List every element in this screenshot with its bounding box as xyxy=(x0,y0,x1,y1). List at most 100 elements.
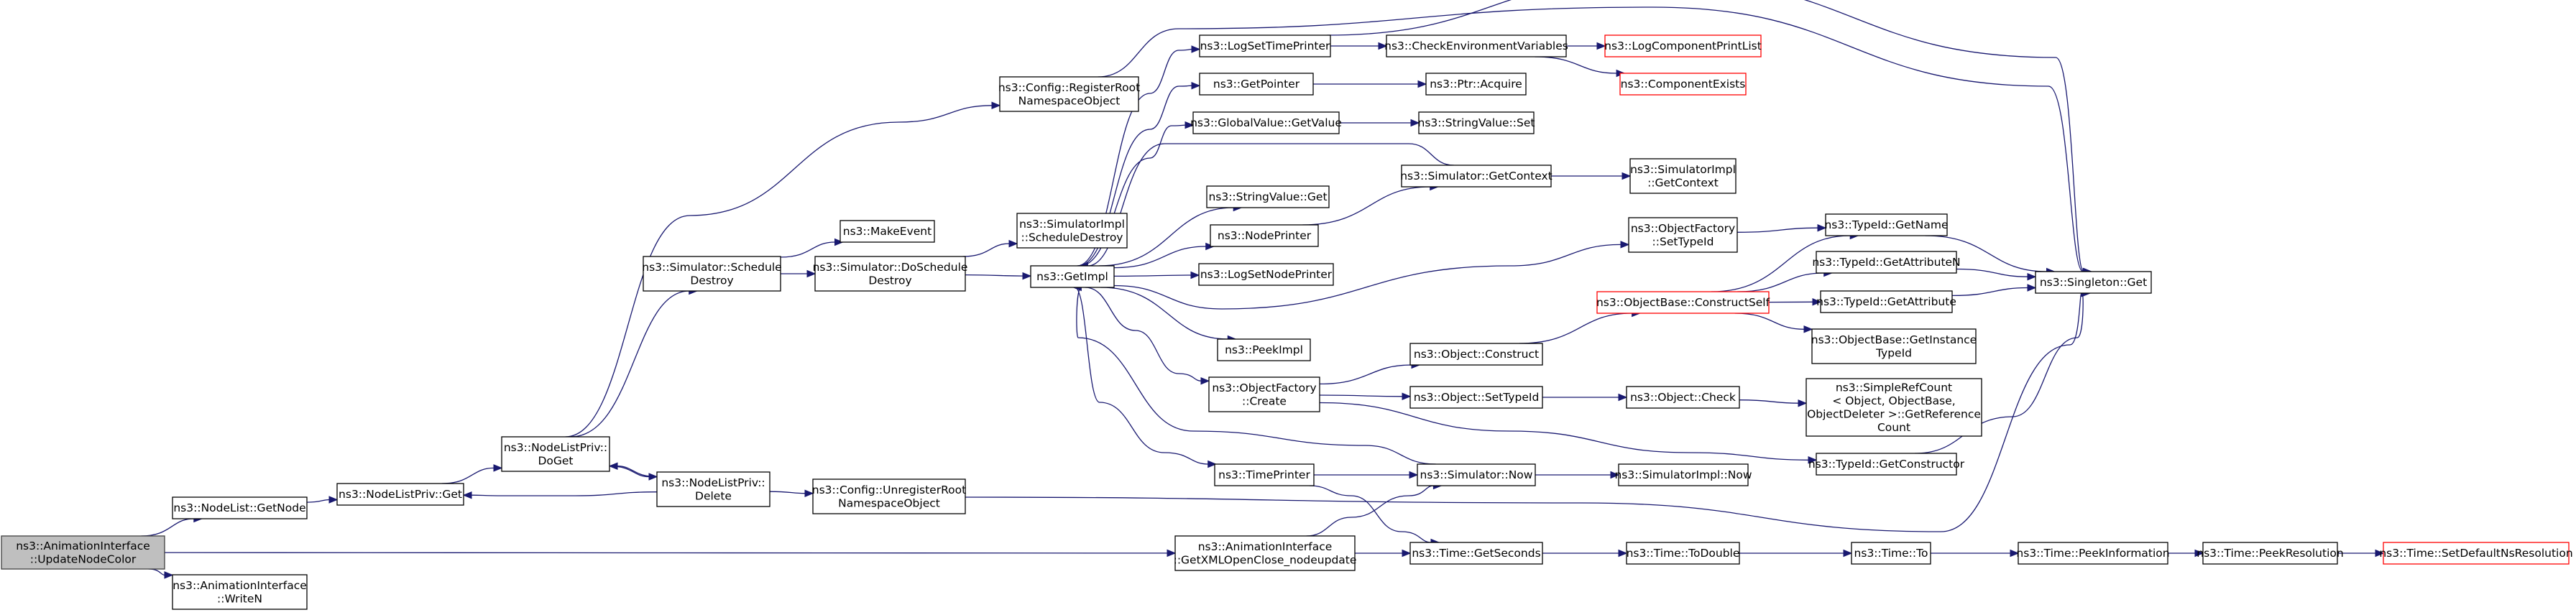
node-logsetnode[interactable]: ns3::LogSetNodePrinter xyxy=(1198,263,1334,286)
node-tidgetattrn[interactable]: ns3::TypeId::GetAttributeN xyxy=(1812,251,1961,274)
node-ofsettid[interactable]: ns3::ObjectFactory::SetTypeId xyxy=(1628,217,1738,253)
node-timeprinter[interactable]: ns3::TimePrinter xyxy=(1214,463,1315,486)
node-getnode[interactable]: ns3::NodeList::GetNode xyxy=(172,496,308,519)
node-tidgetattr[interactable]: ns3::TypeId::GetAttribute xyxy=(1816,290,1956,313)
edge-line xyxy=(1319,394,1403,397)
edge-getxml-to-getseconds xyxy=(1355,549,1412,558)
node-getpointer[interactable]: ns3::GetPointer xyxy=(1199,73,1314,96)
node-objsettid[interactable]: ns3::Object::SetTypeId xyxy=(1409,386,1543,409)
node-label-line: ns3::LogSetNodePrinter xyxy=(1200,268,1333,281)
node-makeevent[interactable]: ns3::MakeEvent xyxy=(840,220,935,243)
node-gvget[interactable]: ns3::GlobalValue::GetValue xyxy=(1190,111,1342,134)
node-delete[interactable]: ns3::NodeListPriv::Delete xyxy=(656,471,770,507)
node-simgetctx[interactable]: ns3::Simulator::GetContext xyxy=(1400,165,1552,188)
node-box xyxy=(656,471,770,507)
edge-getnode-to-nlpget xyxy=(306,496,339,504)
node-objcheck[interactable]: ns3::Object::Check xyxy=(1626,386,1740,409)
node-label-line: ns3::GlobalValue::GetValue xyxy=(1190,116,1342,129)
node-svget[interactable]: ns3::StringValue::Get xyxy=(1206,185,1330,208)
node-peekres[interactable]: ns3::Time::PeekResolution xyxy=(2196,542,2344,565)
node-box xyxy=(1206,185,1330,208)
node-doget[interactable]: ns3::NodeListPriv::DoGet xyxy=(501,436,610,472)
node-label-line: ns3::Simulator::GetContext xyxy=(1400,170,1552,182)
node-box xyxy=(1628,217,1738,253)
node-simimplsch[interactable]: ns3::SimulatorImpl::ScheduleDestroy xyxy=(1016,213,1128,249)
node-peekimpl[interactable]: ns3::PeekImpl xyxy=(1217,338,1311,361)
node-ofcreate[interactable]: ns3::ObjectFactory::Create xyxy=(1208,376,1320,412)
node-svset[interactable]: ns3::StringValue::Set xyxy=(1418,111,1535,134)
edge-line xyxy=(1739,399,1799,404)
node-label-line: ::WriteN xyxy=(217,592,262,605)
edge-gvget-to-svset xyxy=(1339,119,1420,127)
node-label-line: ns3::Object::Check xyxy=(1630,391,1736,404)
edge-line xyxy=(164,552,1168,554)
edge-line xyxy=(1113,244,1622,310)
node-schdestroy[interactable]: ns3::Simulator::ScheduleDestroy xyxy=(642,256,782,292)
node-label-line: ns3::TypeId::GetAttribute xyxy=(1816,295,1956,308)
node-singleton[interactable]: ns3::Singleton::Get xyxy=(2035,271,2152,294)
edge-arrowhead xyxy=(806,269,816,278)
node-box xyxy=(1409,343,1543,366)
edge-line xyxy=(1085,287,1202,382)
edge-root-to-getxml xyxy=(164,549,1177,558)
node-simnow[interactable]: ns3::Simulator::Now xyxy=(1417,463,1536,486)
node-box xyxy=(172,574,308,610)
edge-arrowhead xyxy=(2027,284,2037,292)
edge-arrowhead xyxy=(1205,242,1215,251)
node-label-line: ns3::Singleton::Get xyxy=(2040,276,2147,289)
node-todouble[interactable]: ns3::Time::ToDouble xyxy=(1626,542,1740,565)
edge-line xyxy=(1309,485,1432,543)
edge-line xyxy=(1076,287,1436,465)
node-label-line: ns3::ObjectBase::ConstructSelf xyxy=(1596,296,1770,309)
node-compexists[interactable]: ns3::ComponentExists xyxy=(1619,73,1747,96)
node-setdefault[interactable]: ns3::Time::SetDefaultNsResolution xyxy=(2379,542,2573,565)
node-simimplnow[interactable]: ns3::SimulatorImpl::Now xyxy=(1614,463,1752,486)
edge-timeto-to-peekinfo xyxy=(1931,549,2020,558)
edge-delete-to-cfgunreg xyxy=(769,489,814,497)
node-box xyxy=(812,478,966,514)
node-label-line: ns3::CheckEnvironmentVariables xyxy=(1384,40,1568,52)
edge-line xyxy=(1306,485,1434,537)
call-nodes: ns3::AnimationInterface::UpdateNodeColor… xyxy=(1,34,2573,610)
node-obconstructself[interactable]: ns3::ObjectBase::ConstructSelf xyxy=(1596,291,1770,314)
node-label-line: ns3::TypeId::GetName xyxy=(1824,218,1948,231)
node-label-line: ns3::MakeEvent xyxy=(843,225,932,238)
node-box xyxy=(1619,73,1747,96)
node-label-line: NamespaceObject xyxy=(838,496,940,509)
node-label-line: TypeId xyxy=(1875,346,1912,359)
node-nlpget[interactable]: ns3::NodeListPriv::Get xyxy=(336,483,464,506)
node-objconstruct[interactable]: ns3::Object::Construct xyxy=(1409,343,1543,366)
edge-simgetctx-to-simimplgetctx xyxy=(1551,172,1632,180)
node-checkenv[interactable]: ns3::CheckEnvironmentVariables xyxy=(1384,34,1568,57)
node-getseconds[interactable]: ns3::Time::GetSeconds xyxy=(1409,542,1543,565)
node-logsettime[interactable]: ns3::LogSetTimePrinter xyxy=(1199,34,1331,57)
node-label-line: ns3::StringValue::Set xyxy=(1418,116,1535,129)
node-label-line: DoGet xyxy=(538,454,573,467)
node-writen[interactable]: ns3::AnimationInterface::WriteN xyxy=(172,574,308,610)
node-simplerc[interactable]: ns3::SimpleRefCount< Object, ObjectBase,… xyxy=(1806,378,1982,437)
edge-arrowhead xyxy=(1378,42,1388,50)
edge-getimpl-to-nodeprinter xyxy=(1113,242,1215,269)
node-getxml[interactable]: ns3::AnimationInterface::GetXMLOpenClose… xyxy=(1174,535,1357,571)
node-tidgetname[interactable]: ns3::TypeId::GetName xyxy=(1824,213,1949,236)
edge-line xyxy=(1302,186,1430,226)
node-ptracq[interactable]: ns3::Ptr::Acquire xyxy=(1425,73,1527,96)
edge-objconstruct-to-obconstructself xyxy=(1519,309,1641,344)
node-simimplgetctx[interactable]: ns3::SimulatorImpl::GetContext xyxy=(1629,158,1736,194)
edge-timeprinter-to-simnow xyxy=(1314,471,1419,479)
node-root[interactable]: ns3::AnimationInterface::UpdateNodeColor xyxy=(1,535,165,570)
node-logcomp[interactable]: ns3::LogComponentPrintList xyxy=(1604,34,1762,57)
node-tidgetctor[interactable]: ns3::TypeId::GetConstructor xyxy=(1808,453,1965,476)
node-getimpl[interactable]: ns3::GetImpl xyxy=(1030,265,1115,288)
node-peekinfo[interactable]: ns3::Time::PeekInformation xyxy=(2016,542,2170,565)
edge-arrowhead xyxy=(1184,121,1195,129)
node-timeto[interactable]: ns3::Time::To xyxy=(1851,542,1931,565)
edge-line xyxy=(1100,287,1228,340)
node-box xyxy=(643,256,781,292)
node-cfgunreg[interactable]: ns3::Config::UnregisterRootNamespaceObje… xyxy=(812,478,966,514)
node-nodeprinter[interactable]: ns3::NodePrinter xyxy=(1210,224,1319,247)
